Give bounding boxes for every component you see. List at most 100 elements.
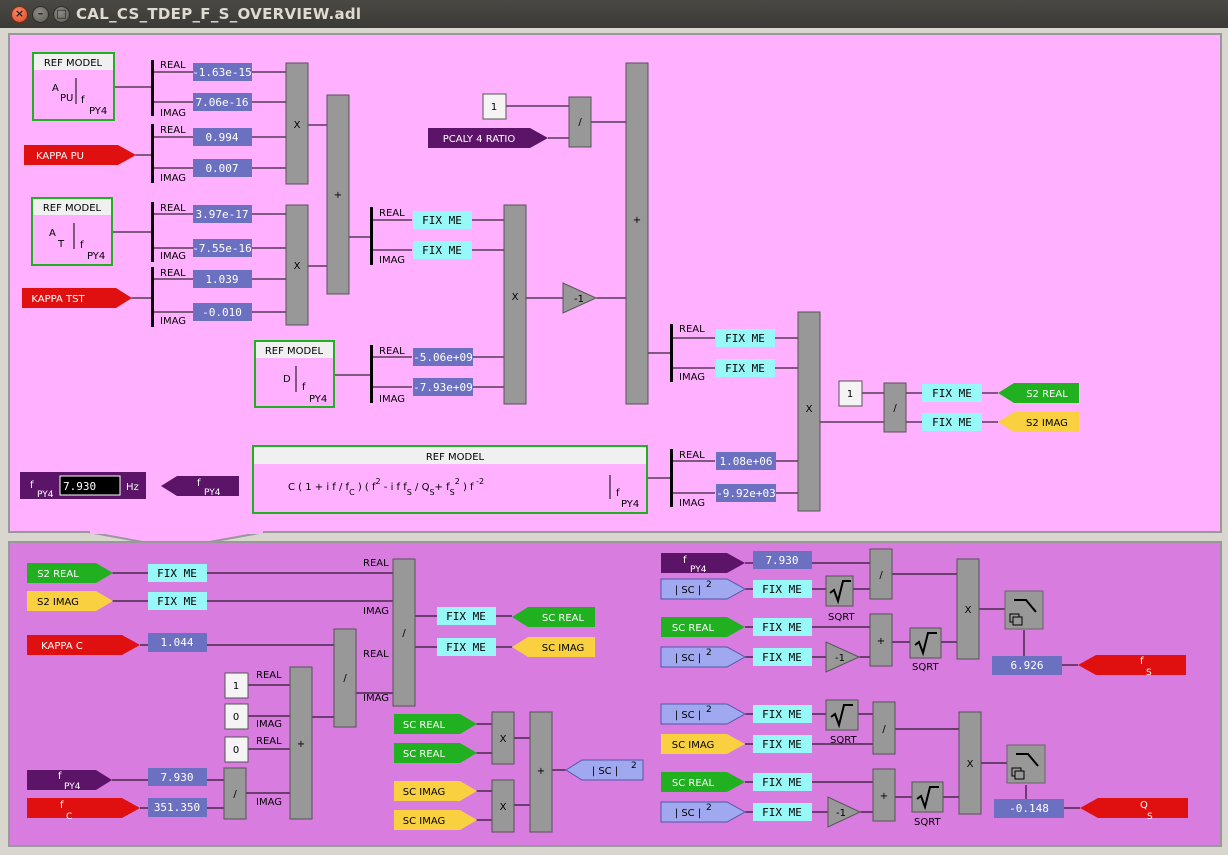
imag-label: IMAG bbox=[160, 173, 186, 184]
divide-label: / bbox=[343, 673, 347, 684]
constant-value: 1 bbox=[233, 681, 239, 692]
multiply-label: X bbox=[965, 605, 972, 616]
kappa-pu-tag[interactable]: KAPPA PU bbox=[24, 145, 136, 165]
s-subscript: S bbox=[1147, 812, 1153, 822]
squared-exponent: 2 bbox=[706, 580, 712, 590]
fs-output-tag[interactable]: f S bbox=[1078, 655, 1186, 678]
sc-real-tag-1[interactable]: SC REAL bbox=[394, 714, 477, 734]
constant-one-output: 1 bbox=[838, 380, 863, 407]
abs-sc-squared-tag-3[interactable]: | SC | 2 bbox=[660, 703, 747, 725]
lowpass-icon bbox=[1014, 599, 1037, 613]
abs-sc-label: | SC | bbox=[675, 653, 701, 664]
f-py4-lower-tag[interactable]: f PY4 bbox=[27, 770, 112, 792]
imag-label: IMAG bbox=[256, 797, 282, 808]
upper-fixme-boxes: FIX ME FIX ME FIX ME FIX ME FIX ME FIX M… bbox=[413, 211, 982, 431]
maximize-window-button[interactable]: □ bbox=[53, 6, 70, 23]
divide-label: / bbox=[893, 403, 897, 414]
f-symbol: f bbox=[60, 800, 64, 811]
qs-related-display-button[interactable] bbox=[1006, 744, 1046, 784]
fix-me-label: FIX ME bbox=[446, 641, 486, 654]
kappa-tst-tag[interactable]: KAPPA TST bbox=[22, 288, 132, 308]
divide-label: / bbox=[882, 724, 886, 735]
upper-wires bbox=[112, 71, 998, 494]
s2-real-input-tag[interactable]: S2 REAL bbox=[27, 563, 113, 583]
sc-imag-label: SC IMAG bbox=[403, 787, 446, 798]
add-label: + bbox=[633, 215, 641, 226]
fs-value: 6.926 bbox=[1010, 659, 1043, 672]
sc-real-tag-4[interactable]: SC REAL bbox=[661, 772, 745, 792]
close-icon: × bbox=[14, 7, 25, 20]
negate-label: -1 bbox=[574, 294, 584, 305]
fs-related-display-button[interactable] bbox=[1004, 590, 1044, 630]
s2-real-output-tag[interactable]: S2 REAL bbox=[998, 383, 1079, 403]
sc-real-output-tag[interactable]: SC REAL bbox=[512, 607, 595, 627]
lower-real-imag-labels: REAL IMAG REAL IMAG REAL IMAG REAL IMAG … bbox=[256, 558, 941, 828]
f-symbol: f bbox=[616, 488, 620, 499]
real-label: REAL bbox=[363, 649, 389, 660]
sc-real-label: SC REAL bbox=[672, 623, 715, 634]
ref-model-apu[interactable]: REF MODEL A PU f PY4 bbox=[32, 52, 115, 121]
multiply-label: X bbox=[500, 734, 507, 745]
s2-real-label: S2 REAL bbox=[1026, 389, 1068, 400]
add-label: + bbox=[537, 766, 545, 777]
real-label: REAL bbox=[679, 324, 705, 335]
f-py4-right-tag[interactable]: f PY4 bbox=[661, 553, 745, 575]
f-c-tag[interactable]: f C bbox=[27, 798, 140, 822]
apu-real-value: -1.63e-15 bbox=[192, 66, 252, 79]
fix-me-label: FIX ME bbox=[725, 332, 765, 345]
imag-label: IMAG bbox=[363, 693, 389, 704]
fix-me-label: FIX ME bbox=[422, 244, 462, 257]
minimize-window-button[interactable]: – bbox=[32, 6, 49, 23]
abs-sc-squared-tag-4[interactable]: | SC | 2 bbox=[660, 801, 747, 823]
fix-me-label: FIX ME bbox=[762, 806, 802, 819]
diagram-canvas: REAL IMAG REAL IMAG REAL IMAG REAL IMAG … bbox=[8, 33, 1222, 847]
negate-gain-lower-2: -1 bbox=[827, 796, 862, 828]
s2-imag-output-tag[interactable]: S2 IMAG bbox=[998, 412, 1079, 432]
pcaly-ratio-tag[interactable]: PCALY 4 RATIO bbox=[428, 128, 548, 148]
maximize-icon: □ bbox=[56, 7, 67, 20]
at-subscript: T bbox=[57, 239, 65, 250]
abs-sc-squared-output-tag[interactable]: | SC | 2 bbox=[565, 759, 644, 781]
f-py4-tag[interactable]: f PY4 bbox=[161, 476, 239, 498]
c-imag-value: -9.92e+03 bbox=[716, 487, 776, 500]
imag-label: IMAG bbox=[256, 719, 282, 730]
kappa-c-label: KAPPA C bbox=[41, 641, 83, 652]
imag-label: IMAG bbox=[160, 316, 186, 327]
multiply-label: X bbox=[967, 759, 974, 770]
f-py4-input-value: 7.930 bbox=[63, 480, 96, 493]
sqrt-label: SQRT bbox=[914, 817, 941, 828]
close-window-button[interactable]: × bbox=[11, 6, 28, 23]
ref-model-c[interactable]: REF MODEL C ( 1 + i f / fC ) ( f2 - i f … bbox=[252, 445, 648, 514]
ref-model-d[interactable]: REF MODEL D f PY4 bbox=[254, 340, 335, 408]
sc-imag-output-tag[interactable]: SC IMAG bbox=[512, 637, 595, 657]
sc-imag-tag-2[interactable]: SC IMAG bbox=[394, 810, 477, 830]
squared-exponent: 2 bbox=[706, 803, 712, 813]
kappa-c-tag[interactable]: KAPPA C bbox=[27, 635, 140, 655]
kappa-tst-label: KAPPA TST bbox=[31, 294, 85, 305]
sc-imag-tag-3[interactable]: SC IMAG bbox=[661, 734, 745, 754]
sc-real-tag-2[interactable]: SC REAL bbox=[394, 743, 477, 763]
py4-subscript: PY4 bbox=[690, 565, 707, 575]
f-symbol: f bbox=[1140, 656, 1144, 667]
real-label: REAL bbox=[256, 736, 282, 747]
f-py4-input[interactable] bbox=[59, 475, 121, 496]
fix-me-label: FIX ME bbox=[157, 567, 197, 580]
sc-imag-label: SC IMAG bbox=[672, 740, 715, 751]
upper-op-labels: X + X X / + X / bbox=[294, 117, 898, 415]
f-symbol: f bbox=[80, 240, 84, 251]
s2-imag-input-tag[interactable]: S2 IMAG bbox=[27, 591, 113, 611]
fix-me-label: FIX ME bbox=[762, 708, 802, 721]
kappa-pu-imag-value: 0.007 bbox=[205, 162, 238, 175]
qs-output-tag[interactable]: Q S bbox=[1080, 798, 1188, 822]
real-label: REAL bbox=[379, 346, 405, 357]
abs-sc-squared-tag-1[interactable]: | SC | 2 bbox=[660, 578, 747, 600]
negate-label: -1 bbox=[835, 653, 845, 664]
sc-imag-tag-1[interactable]: SC IMAG bbox=[394, 781, 477, 801]
ref-model-at[interactable]: REF MODEL A T f PY4 bbox=[31, 197, 113, 266]
real-label: REAL bbox=[679, 450, 705, 461]
sqrt-label: SQRT bbox=[830, 735, 857, 746]
abs-sc-squared-tag-2[interactable]: | SC | 2 bbox=[660, 646, 747, 668]
sc-real-tag-3[interactable]: SC REAL bbox=[661, 617, 745, 637]
s2-real-label: S2 REAL bbox=[37, 569, 79, 580]
squared-exponent: 2 bbox=[706, 705, 712, 715]
